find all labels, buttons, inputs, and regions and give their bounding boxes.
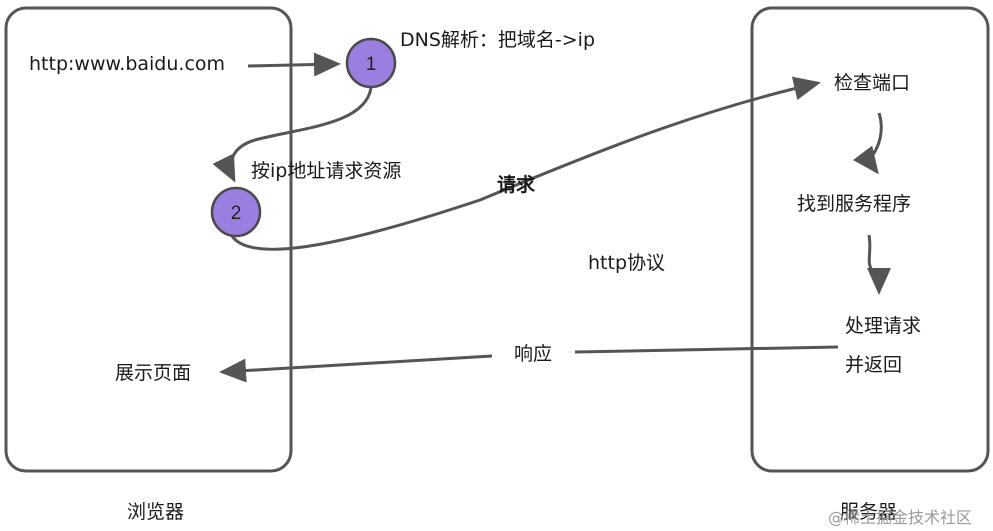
step-node-1-label: 1	[366, 54, 377, 75]
show-page-label: 展示页面	[115, 362, 192, 384]
watermark: @稀土掘金技术社区	[828, 508, 973, 527]
step-node-1: 1	[345, 37, 397, 89]
process-request-label: 处理请求	[845, 315, 922, 337]
url-label: http:www.baidu.com	[29, 53, 226, 75]
browser-title: 浏览器	[127, 501, 185, 523]
check-port-label: 检查端口	[834, 72, 911, 94]
url-to-dns-arrow	[247, 52, 341, 77]
dns-label: DNS解析：把域名->ip	[400, 29, 596, 51]
step-node-2-label: 2	[231, 203, 242, 224]
find-service-label: 找到服务程序	[797, 193, 912, 215]
check-to-find-arrow	[852, 112, 883, 175]
server-box	[750, 6, 990, 473]
browser-box	[4, 6, 293, 473]
request-arrow	[230, 76, 821, 251]
step-node-2: 2	[210, 186, 262, 238]
response-label: 响应	[514, 343, 553, 365]
request-by-ip-label: 按ip地址请求资源	[251, 160, 402, 182]
server-title: 服务器	[840, 501, 898, 523]
response-arrow-to-browser	[219, 354, 493, 383]
request-label: 请求	[497, 174, 536, 196]
find-to-process-arrow	[866, 234, 891, 295]
dns-to-request-arrow	[212, 87, 373, 183]
return-label: 并返回	[845, 354, 903, 376]
response-arrow	[574, 345, 839, 354]
protocol-label: http协议	[588, 252, 666, 274]
